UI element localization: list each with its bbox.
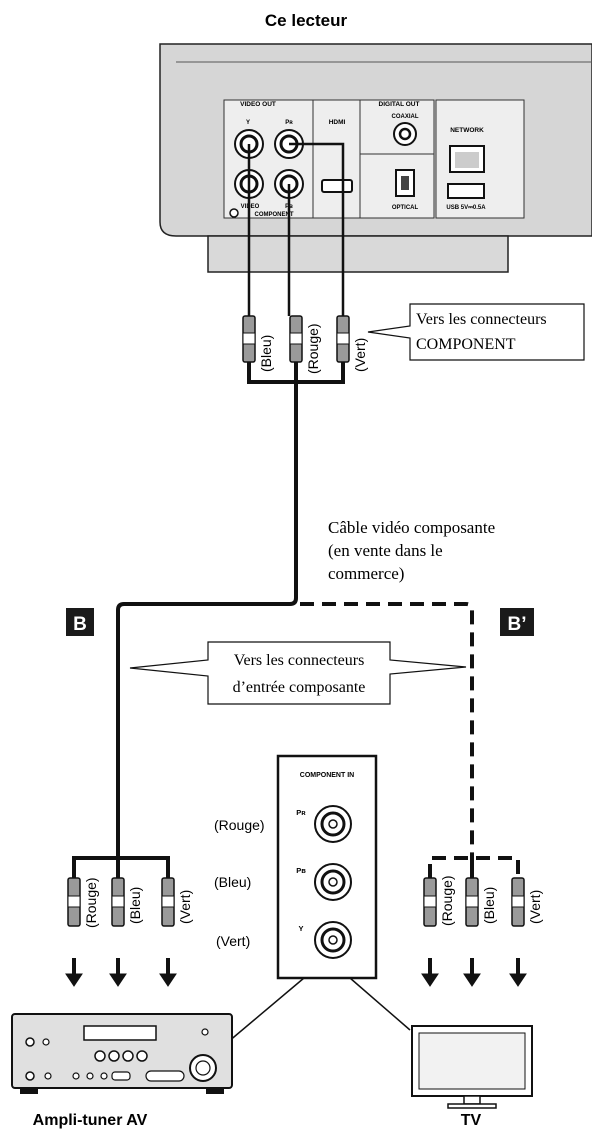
left-plug-label-rouge: (Rouge) (83, 877, 99, 928)
component-in-pr-label: Pʀ (296, 808, 306, 817)
left-plug-rouge (67, 877, 81, 927)
top-plug-vert (336, 315, 350, 363)
svg-text:B’: B’ (508, 614, 527, 635)
hdmi-port (321, 179, 353, 193)
cable-note-line2: (en vente dans le (328, 541, 443, 560)
video-out-label: VIDEO OUT (240, 101, 276, 108)
coaxial-label: COAXIAL (392, 114, 419, 120)
network-label: NETWORK (450, 127, 484, 134)
component-in-vert: (Vert) (216, 933, 250, 949)
left-plug-bridge (72, 856, 170, 878)
component-group-label: COMPONENT (255, 212, 294, 218)
top-cable-bundle (124, 362, 345, 606)
digital-out-label: DIGITAL OUT (379, 101, 420, 108)
top-cable-routing (247, 142, 345, 316)
callout-component-line2: COMPONENT (416, 336, 516, 353)
pr-jack-label: Pʀ (285, 120, 293, 126)
component-in-rouge: (Rouge) (214, 817, 265, 833)
right-plug-bridge (428, 856, 520, 878)
top-plug-rouge (289, 315, 303, 363)
right-plug-bleu (465, 877, 479, 927)
right-plug-vert (511, 877, 525, 927)
left-arrows (65, 958, 177, 987)
cable-b (116, 602, 125, 858)
y-jack-label: Y (246, 120, 250, 126)
cable-note-line1: Câble vidéo composante (328, 518, 495, 537)
left-plug-label-vert: (Vert) (177, 890, 193, 924)
top-plug-bleu (242, 315, 256, 363)
hdmi-label: HDMI (329, 119, 346, 126)
right-plug-rouge (423, 877, 437, 927)
top-plug-label-rouge: (Rouge) (305, 323, 321, 374)
right-arrows (421, 958, 527, 987)
svg-text:B: B (73, 614, 87, 635)
callout-input-line1: Vers les connecteurs (234, 652, 365, 669)
callout-input-box (129, 641, 467, 705)
cable-note-line3: commerce) (328, 564, 404, 583)
component-in-pb-label: Pʙ (296, 866, 306, 875)
callout-component-box (367, 303, 585, 361)
left-plug-label-bleu: (Bleu) (127, 887, 143, 924)
component-in-bleu: (Bleu) (214, 874, 251, 890)
callout-component-line1: Vers les connecteurs (416, 311, 547, 328)
player-jacks (229, 122, 485, 218)
component-in-y-label: Y (298, 924, 303, 933)
left-plug-vert (161, 877, 175, 927)
right-plug-label-bleu: (Bleu) (481, 887, 497, 924)
badge-b: B (66, 608, 94, 636)
left-plug-bleu (111, 877, 125, 927)
tv-label: TV (461, 1112, 482, 1129)
top-plug-label-vert: (Vert) (352, 338, 368, 372)
usb-port (447, 183, 485, 199)
right-plug-label-vert: (Vert) (527, 890, 543, 924)
tv-icon (411, 1025, 533, 1109)
cable-b-prime (300, 602, 474, 858)
callout-input-line2: d’entrée composante (233, 679, 366, 696)
component-in-panel (227, 754, 411, 1043)
player-rear-panel (159, 43, 592, 273)
av-receiver-label: Ampli-tuner AV (33, 1112, 148, 1129)
badge-b-prime: B’ (500, 608, 534, 636)
right-plug-label-rouge: (Rouge) (439, 875, 455, 926)
player-title: Ce lecteur (265, 11, 348, 30)
usb-label: USB 5V⎓0.5A (446, 205, 486, 211)
optical-label: OPTICAL (392, 205, 419, 211)
top-plug-label-bleu: (Bleu) (258, 335, 274, 372)
component-in-title: COMPONENT IN (300, 772, 354, 779)
av-receiver-icon (11, 1013, 233, 1094)
